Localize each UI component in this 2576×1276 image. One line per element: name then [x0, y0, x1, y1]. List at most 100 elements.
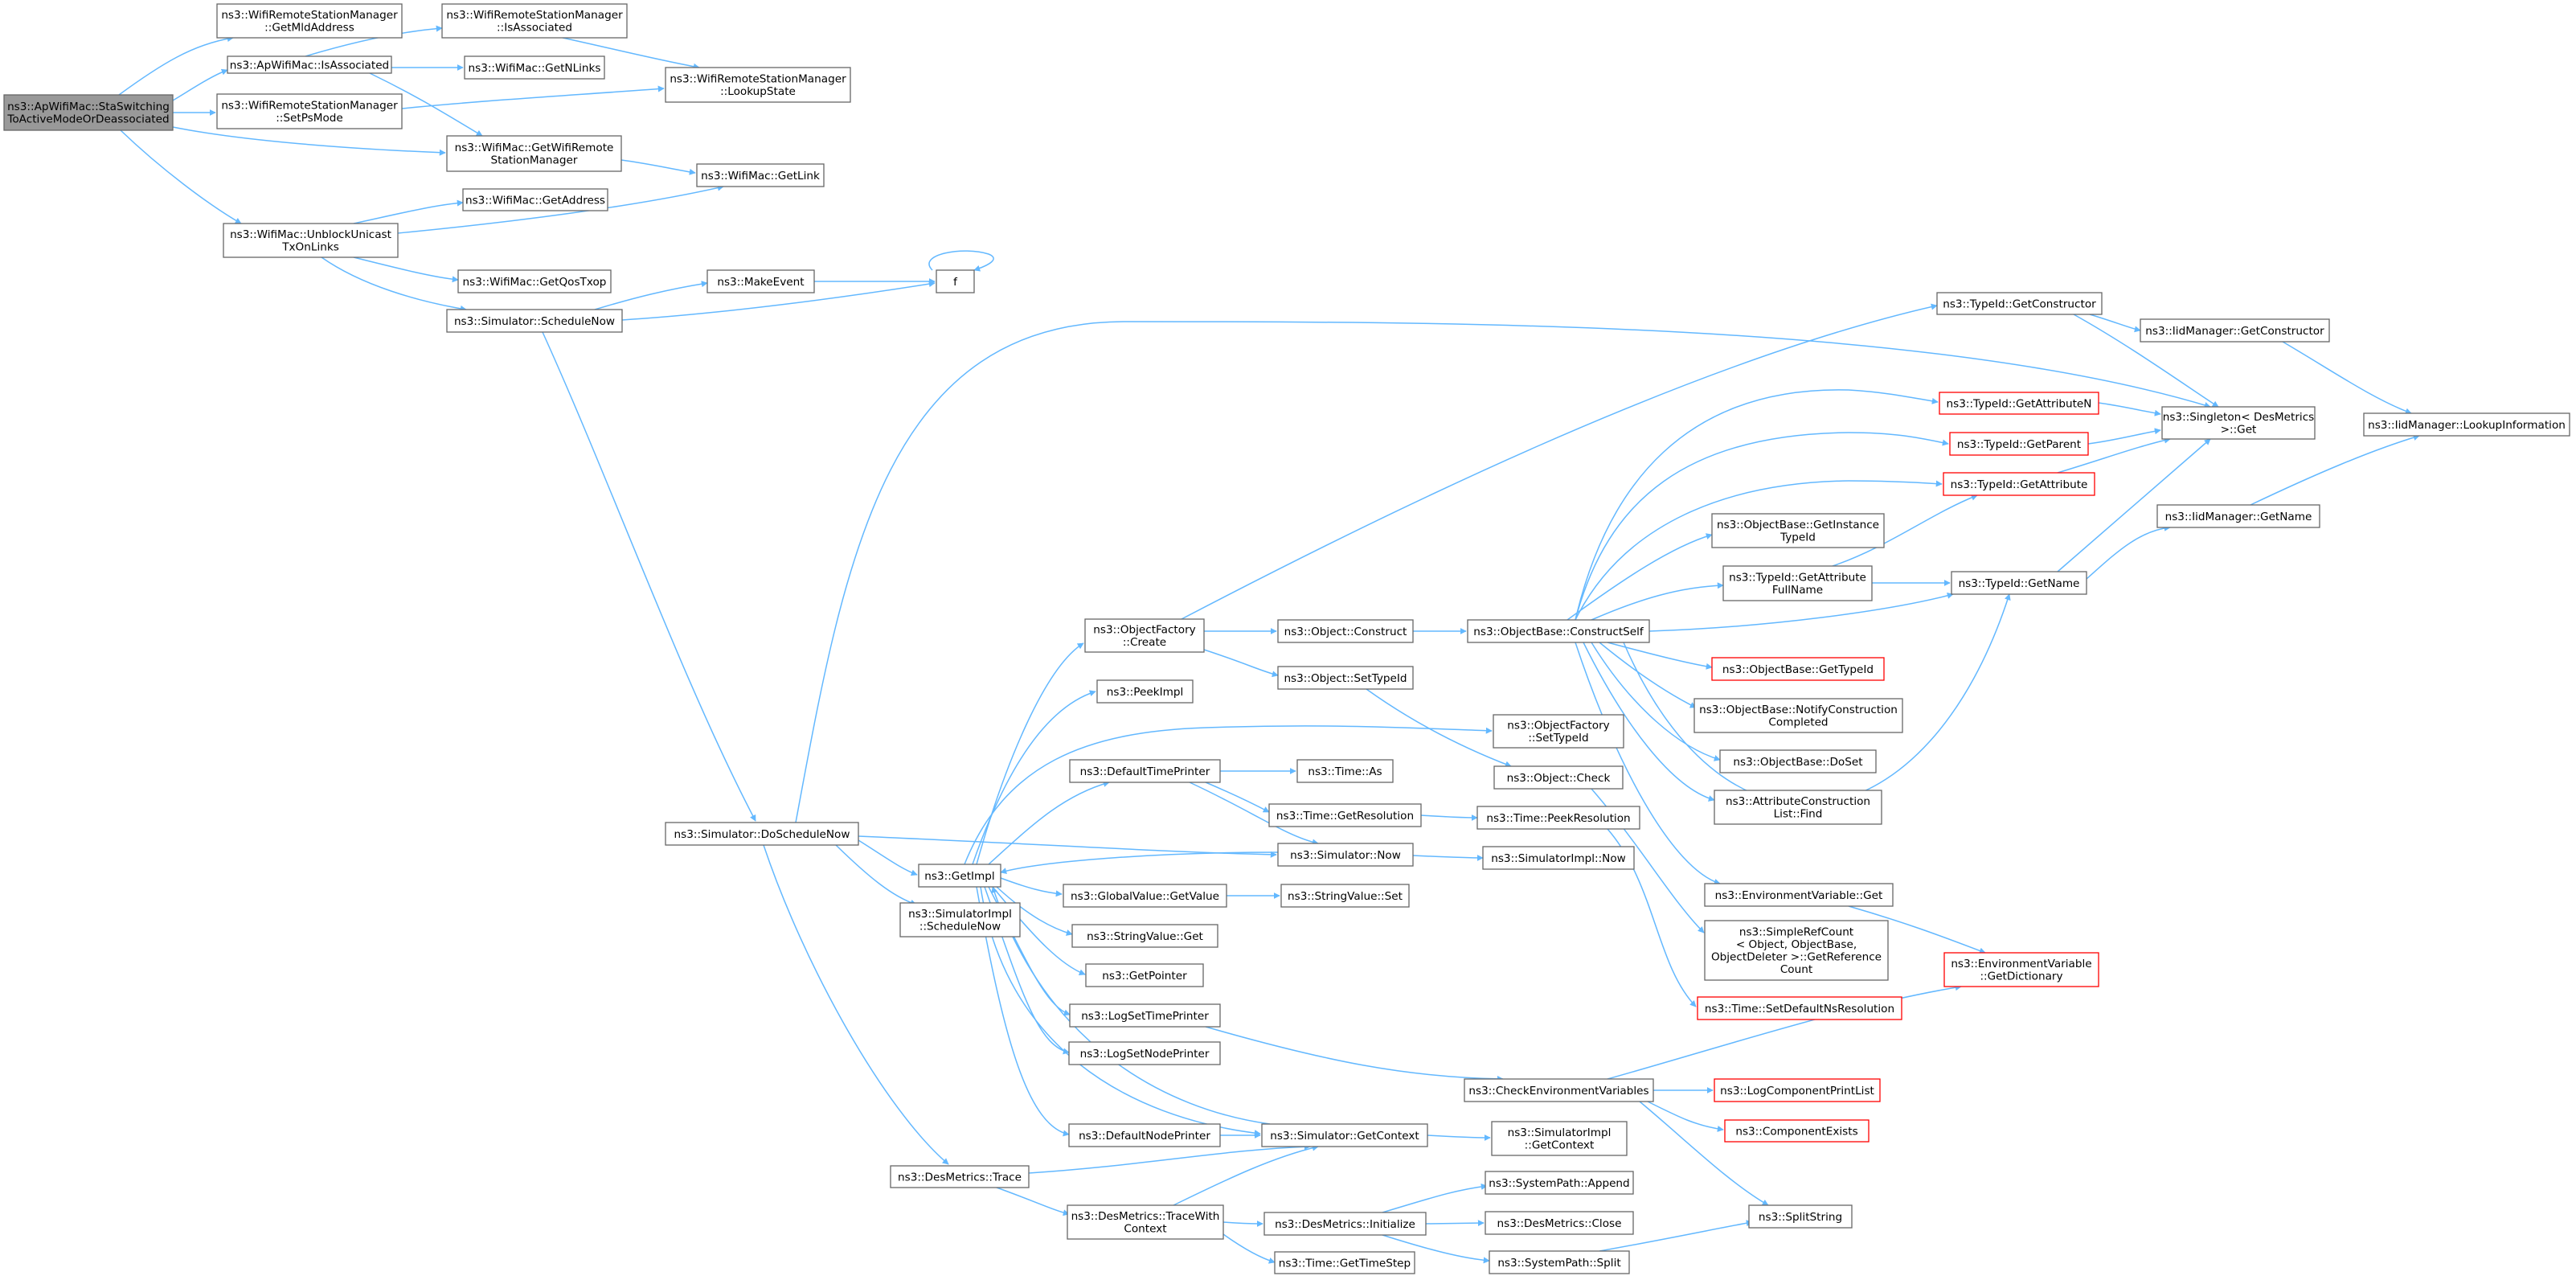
node-n-makeevent[interactable]: ns3::MakeEvent	[706, 269, 815, 293]
node-n-singleton[interactable]: ns3::Singleton< DesMetrics >::Get	[2161, 406, 2316, 440]
edge-n_getimpl-to-n_defaultnodeprinter	[976, 886, 1070, 1137]
node-box	[890, 1165, 1030, 1188]
node-label: ns3::GetPointer	[1102, 970, 1187, 983]
node-n-getobjtypeid[interactable]: ns3::ObjectBase::GetTypeId	[1711, 657, 1885, 681]
node-n-sv-set[interactable]: ns3::StringValue::Set	[1280, 884, 1410, 908]
node-n-getwrsm[interactable]: ns3::WifiMac::GetWifiRemoteStationManage…	[446, 135, 622, 172]
edge-n_sim_now-to-n_getimpl	[1000, 851, 1279, 874]
node-n-simimpl-now[interactable]: ns3::SimulatorImpl::Now	[1482, 846, 1635, 870]
node-n-defaulttimeprinter[interactable]: ns3::DefaultTimePrinter	[1069, 759, 1221, 783]
node-n-getparent[interactable]: ns3::TypeId::GetParent	[1949, 432, 2089, 456]
node-label: ns3::SplitString	[1759, 1211, 1842, 1224]
node-n-desmetrics-init[interactable]: ns3::DesMetrics::Initialize	[1263, 1212, 1427, 1236]
node-n-getattr[interactable]: ns3::TypeId::GetAttribute	[1943, 472, 2095, 496]
node-n-peekimpl[interactable]: ns3::PeekImpl	[1096, 679, 1194, 704]
node-n-tid-getctor[interactable]: ns3::TypeId::GetConstructor	[1936, 292, 2103, 315]
node-n-simimpl-schednow[interactable]: ns3::SimulatorImpl::ScheduleNow	[899, 902, 1021, 938]
node-n-obj-settypeid[interactable]: ns3::Object::SetTypeId	[1277, 666, 1414, 690]
node-n-iid-getname[interactable]: ns3::IidManager::GetName	[2156, 504, 2320, 528]
node-n-getresolution[interactable]: ns3::Time::GetResolution	[1268, 803, 1422, 827]
node-box	[1464, 1078, 1654, 1102]
node-n-peekresolution[interactable]: ns3::Time::PeekResolution	[1476, 806, 1640, 830]
node-n-logsetnodeprinter[interactable]: ns3::LogSetNodePrinter	[1068, 1041, 1221, 1065]
node-n-syspath-split[interactable]: ns3::SystemPath::Split	[1489, 1250, 1630, 1274]
node-n-gettimestep[interactable]: ns3::Time::GetTimeStep	[1274, 1251, 1415, 1274]
node-n-setdefaultnsres[interactable]: ns3::Time::SetDefaultNsResolution	[1697, 996, 1902, 1020]
node-n-getaddress[interactable]: ns3::WifiMac::GetAddress	[462, 188, 608, 211]
node-n-sv-get[interactable]: ns3::StringValue::Get	[1071, 924, 1218, 948]
node-n-of-create[interactable]: ns3::ObjectFactory::Create	[1084, 618, 1205, 653]
node-n-doschedulenow[interactable]: ns3::Simulator::DoScheduleNow	[665, 822, 859, 846]
edge-n_setps-to-n_lookupstate	[401, 85, 665, 109]
node-n-desmetrics-close[interactable]: ns3::DesMetrics::Close	[1485, 1211, 1634, 1235]
node-n-splitstring[interactable]: ns3::SplitString	[1748, 1204, 1853, 1229]
node-n-wrsm-isassoc[interactable]: ns3::WifiRemoteStationManager::IsAssocia…	[441, 3, 628, 39]
node-n-schedulenow[interactable]: ns3::Simulator::ScheduleNow	[446, 309, 623, 333]
node-label: ns3::WifiMac::GetNLinks	[469, 62, 601, 75]
node-n-notifyctor[interactable]: ns3::ObjectBase::NotifyConstructionCompl…	[1693, 698, 1903, 733]
node-label: ns3::WifiMac::GetLink	[701, 170, 820, 183]
node-n-syspath-append[interactable]: ns3::SystemPath::Append	[1485, 1171, 1634, 1195]
node-box	[446, 309, 623, 333]
node-label: ns3::LogComponentPrintList	[1720, 1085, 1874, 1098]
node-n-logsettimeprinter[interactable]: ns3::LogSetTimePrinter	[1069, 1003, 1221, 1028]
edge-n_constructself-to-n_envvar_get	[1575, 642, 1721, 885]
node-n-defaultnodeprinter[interactable]: ns3::DefaultNodePrinter	[1068, 1123, 1221, 1147]
node-n-getattrn[interactable]: ns3::TypeId::GetAttributeN	[1939, 392, 2099, 415]
node-n-envvar-getdict[interactable]: ns3::EnvironmentVariable::GetDictionary	[1943, 952, 2099, 987]
node-n-of-settypeid[interactable]: ns3::ObjectFactory::SetTypeId	[1493, 714, 1624, 749]
node-n-simimpl-getcontext[interactable]: ns3::SimulatorImpl::GetContext	[1491, 1121, 1628, 1156]
node-n-constructself[interactable]: ns3::ObjectBase::ConstructSelf	[1467, 619, 1650, 643]
node-n-checkenvvars[interactable]: ns3::CheckEnvironmentVariables	[1464, 1078, 1654, 1102]
node-box	[1704, 883, 1894, 907]
node-n-apisassoc[interactable]: ns3::ApWifiMac::IsAssociated	[227, 55, 392, 74]
node-n-getnlinks[interactable]: ns3::WifiMac::GetNLinks	[464, 55, 605, 80]
node-n-logcomplist[interactable]: ns3::LogComponentPrintList	[1714, 1078, 1881, 1102]
node-box	[1277, 666, 1414, 690]
node-n-getlink[interactable]: ns3::WifiMac::GetLink	[696, 163, 825, 187]
node-n-getmld[interactable]: ns3::WifiRemoteStationManager::GetMldAdd…	[216, 3, 403, 39]
node-n-sim-now[interactable]: ns3::Simulator::Now	[1277, 843, 1414, 867]
node-label: FullName	[1772, 584, 1823, 597]
node-n-lookupinfo[interactable]: ns3::IidManager::LookupInformation	[2363, 412, 2570, 437]
node-box	[1068, 1123, 1221, 1147]
node-n-iid-getctor[interactable]: ns3::IidManager::GetConstructor	[2140, 318, 2330, 343]
node-n-desmetrics-trace[interactable]: ns3::DesMetrics::Trace	[890, 1165, 1030, 1188]
node-label: ::IsAssociated	[497, 22, 572, 35]
node-n-obj-check[interactable]: ns3::Object::Check	[1493, 765, 1624, 790]
node-label: ns3::ObjectBase::ConstructSelf	[1473, 626, 1644, 638]
node-n-time-as[interactable]: ns3::Time::As	[1296, 759, 1394, 783]
node-box	[457, 269, 612, 293]
node-n-sim-getcontext[interactable]: ns3::Simulator::GetContext	[1261, 1123, 1428, 1147]
edge-n_apisassoc-to-n_wrsm_isassoc	[305, 25, 443, 57]
node-n-getimpl[interactable]: ns3::GetImpl	[918, 864, 1001, 888]
node-n-getpointer[interactable]: ns3::GetPointer	[1085, 963, 1204, 987]
node-n-lookupstate[interactable]: ns3::WifiRemoteStationManager::LookupSta…	[665, 67, 851, 103]
node-label: List::Find	[1774, 808, 1823, 821]
edge-n_tid_getname-to-n_singleton	[2057, 438, 2211, 572]
node-n-envvar-get[interactable]: ns3::EnvironmentVariable::Get	[1704, 883, 1894, 907]
node-label: ns3::GlobalValue::GetValue	[1071, 890, 1219, 903]
node-n-tid-getname[interactable]: ns3::TypeId::GetName	[1951, 571, 2087, 595]
node-box	[1714, 1078, 1881, 1102]
node-box	[1704, 920, 1889, 981]
node-box	[1296, 759, 1394, 783]
node-root[interactable]: ns3::ApWifiMac::StaSwitchingToActiveMode…	[3, 94, 174, 131]
edge-n_unblock-to-n_getqostxop	[353, 256, 459, 283]
node-box	[223, 223, 399, 258]
edge-n_doschedulenow-to-n_desmetrics_trace	[763, 844, 949, 1165]
node-n-compexists[interactable]: ns3::ComponentExists	[1724, 1119, 1870, 1143]
node-n-f[interactable]: f	[936, 269, 975, 293]
node-n-doset[interactable]: ns3::ObjectBase::DoSet	[1719, 749, 1877, 773]
node-n-simplerefcount[interactable]: ns3::SimpleRefCount< Object, ObjectBase,…	[1704, 920, 1889, 981]
node-n-gv-getvalue[interactable]: ns3::GlobalValue::GetValue	[1063, 884, 1227, 908]
node-n-getqostxop[interactable]: ns3::WifiMac::GetQosTxop	[457, 269, 612, 293]
node-label: ns3::LogSetNodePrinter	[1080, 1048, 1210, 1061]
node-n-obj-construct[interactable]: ns3::Object::Construct	[1277, 619, 1414, 643]
node-n-setps[interactable]: ns3::WifiRemoteStationManager::SetPsMode	[216, 93, 403, 129]
